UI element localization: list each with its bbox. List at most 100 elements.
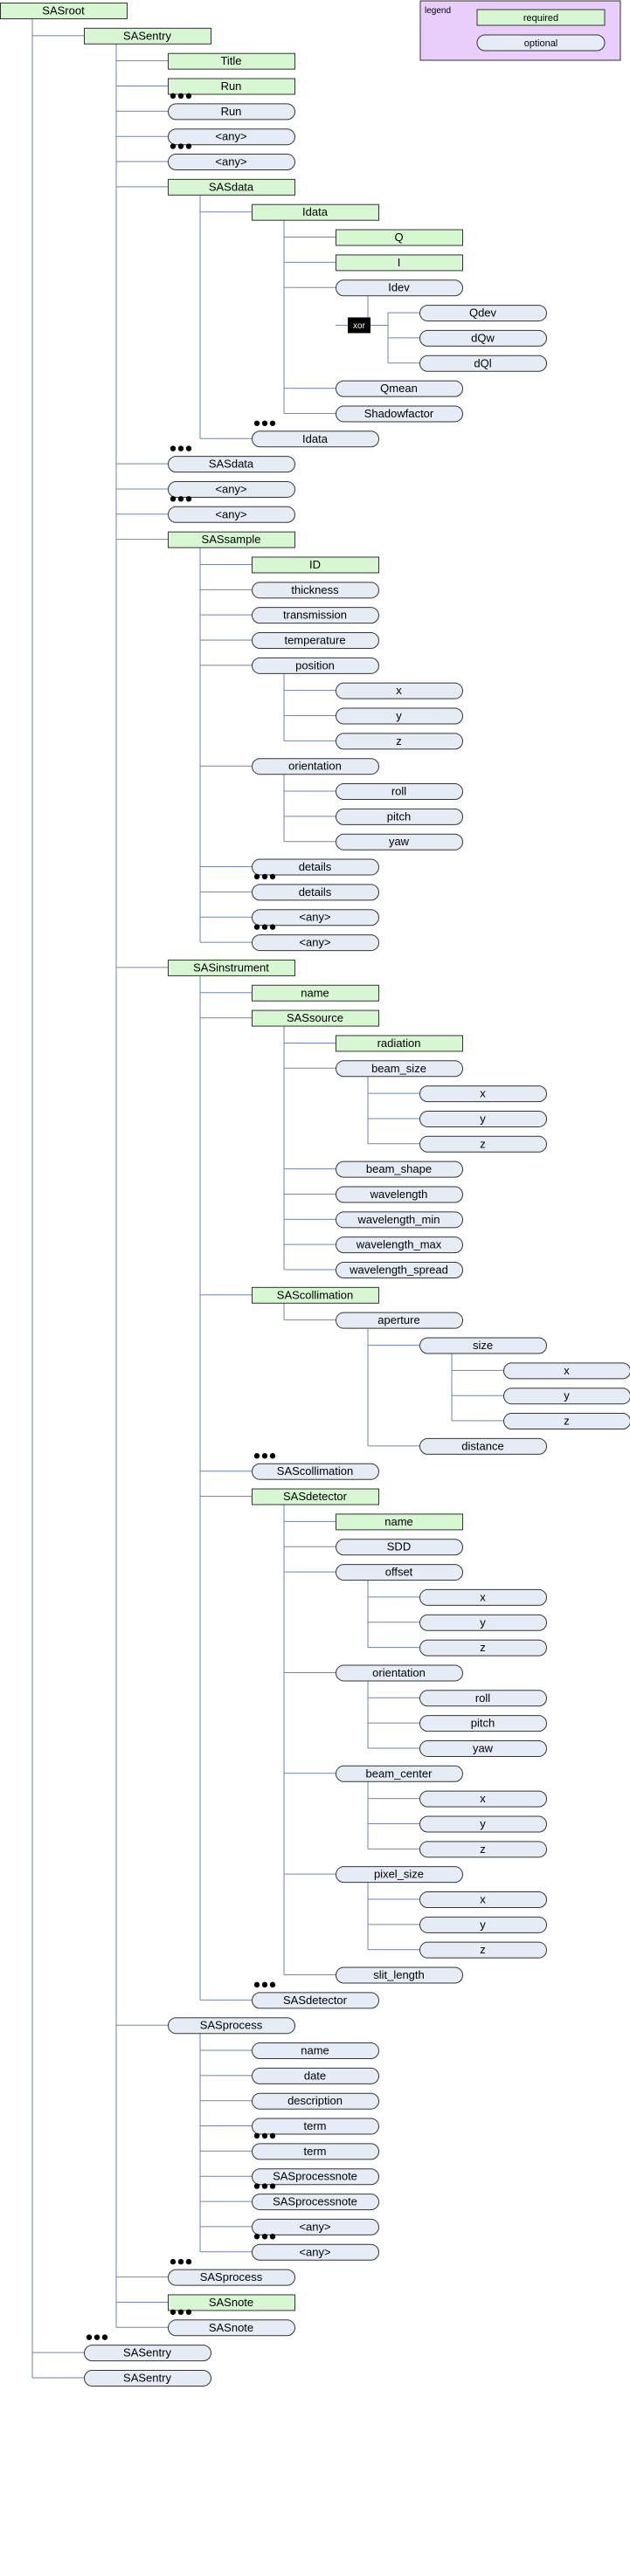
node-q: Q: [336, 229, 463, 246]
required-node-box: [252, 1286, 379, 1304]
node-term2: term: [252, 2132, 379, 2160]
node-entry: SASentry: [84, 27, 211, 45]
node-label: z: [480, 1943, 486, 1956]
node-label: offset: [385, 1566, 413, 1579]
node-anyD: <any>: [168, 496, 295, 523]
node-ox: x: [419, 1588, 547, 1606]
node-idata2: Idata: [252, 420, 379, 448]
node-label: SASdetector: [283, 1490, 348, 1503]
node-label: slit_length: [373, 1968, 425, 1981]
repeat-dots-icon: [170, 2258, 192, 2265]
node-wlmin: wavelength_min: [336, 1211, 463, 1229]
node-label: Q: [394, 231, 403, 244]
node-label: z: [480, 1137, 486, 1150]
optional-node-box: [252, 884, 379, 901]
node-label: I: [398, 256, 401, 269]
node-label: details: [299, 885, 332, 899]
node-root: SASroot: [0, 3, 128, 19]
node-label: SASdetector: [283, 1994, 348, 2007]
node-bcx: x: [419, 1790, 547, 1808]
node-label: orientation: [288, 760, 342, 773]
node-coll2: SAScollimation: [252, 1453, 379, 1480]
node-process2: SASprocess: [168, 2258, 295, 2286]
node-entry2: SASentry: [84, 2334, 211, 2362]
node-note: SASnote: [168, 2294, 295, 2311]
optional-node-box: [252, 1992, 379, 2009]
node-sasdata: SASdata: [168, 178, 295, 196]
optional-node-box: [252, 1463, 379, 1480]
required-node-box: [336, 229, 463, 246]
node-label: SASprocessnote: [273, 2195, 357, 2208]
optional-node-box: [336, 1765, 463, 1782]
optional-node-box: [336, 1060, 463, 1078]
node-anyF: <any>: [252, 924, 379, 952]
node-label: yaw: [473, 1741, 494, 1754]
optional-node-box: [419, 1135, 547, 1153]
node-anyA: <any>: [168, 128, 295, 146]
tree-connector-lines: [31, 18, 503, 2379]
optional-node-box: [419, 1815, 547, 1833]
repeat-dots-icon: [253, 1453, 276, 1459]
node-label: Run: [221, 105, 242, 118]
optional-node-box: [336, 707, 463, 725]
required-node-box: [336, 1035, 463, 1052]
node-temp: temperature: [252, 632, 379, 649]
optional-node-box: [336, 1262, 463, 1278]
node-pitch: pitch: [336, 808, 463, 825]
repeat-dots-icon: [253, 2183, 276, 2189]
node-label: Qdev: [469, 307, 497, 320]
node-label: SASentry: [123, 2371, 171, 2384]
node-psize: pixel_size: [336, 1866, 463, 1884]
required-node-box: [252, 556, 379, 574]
node-label: Shadowfactor: [364, 407, 434, 420]
optional-node-box: [419, 1690, 547, 1707]
optional-node-box: [336, 808, 463, 825]
node-label: SASdata: [209, 180, 254, 193]
optional-node-box: [252, 430, 379, 448]
required-node-box: [168, 959, 295, 976]
node-label: pixel_size: [374, 1868, 424, 1881]
repeat-dots-icon: [253, 1981, 276, 1988]
optional-node-box: [84, 2345, 211, 2362]
node-label: ID: [309, 558, 321, 571]
legend-required-label: required: [523, 13, 558, 24]
optional-node-box: [419, 1437, 547, 1455]
optional-node-box: [336, 1211, 463, 1229]
optional-node-box: [252, 934, 379, 952]
node-label: <any>: [215, 507, 246, 520]
node-i: I: [336, 254, 463, 272]
node-label: x: [480, 1087, 486, 1100]
node-label: SASentry: [123, 29, 171, 42]
optional-node-box: [336, 682, 463, 699]
optional-node-box: [252, 2143, 379, 2160]
node-label: SASprocessnote: [273, 2170, 357, 2183]
optional-node-box: [168, 128, 295, 146]
node-pdate: date: [252, 2067, 379, 2084]
node-thick: thickness: [252, 582, 379, 599]
optional-node-box: [252, 909, 379, 926]
optional-node-box: [419, 1337, 547, 1354]
node-bsize: beam_size: [336, 1060, 463, 1078]
node-label: <any>: [299, 2220, 330, 2233]
node-psy: y: [419, 1916, 547, 1933]
node-instr: SASinstrument: [168, 959, 295, 976]
node-bsy: y: [419, 1110, 547, 1127]
node-wlmax: wavelength_max: [336, 1236, 463, 1254]
node-asx: x: [503, 1362, 630, 1380]
node-source: SASsource: [252, 1009, 379, 1027]
node-sdd: SDD: [336, 1539, 463, 1556]
node-apsize: size: [419, 1337, 547, 1354]
node-label: x: [396, 684, 402, 697]
node-label: orientation: [372, 1666, 426, 1679]
required-node-box: [168, 2294, 295, 2311]
node-label: description: [287, 2094, 343, 2107]
repeat-dots-icon: [253, 924, 276, 930]
node-label: SASprocess: [200, 2270, 263, 2283]
node-label: y: [480, 1817, 486, 1830]
node-label: SAScollimation: [277, 1288, 353, 1301]
node-bsz: z: [419, 1135, 547, 1153]
node-label: x: [480, 1590, 486, 1603]
required-node-box: [252, 203, 379, 221]
optional-node-box: [336, 1161, 463, 1178]
required-node-box: [252, 1488, 379, 1505]
